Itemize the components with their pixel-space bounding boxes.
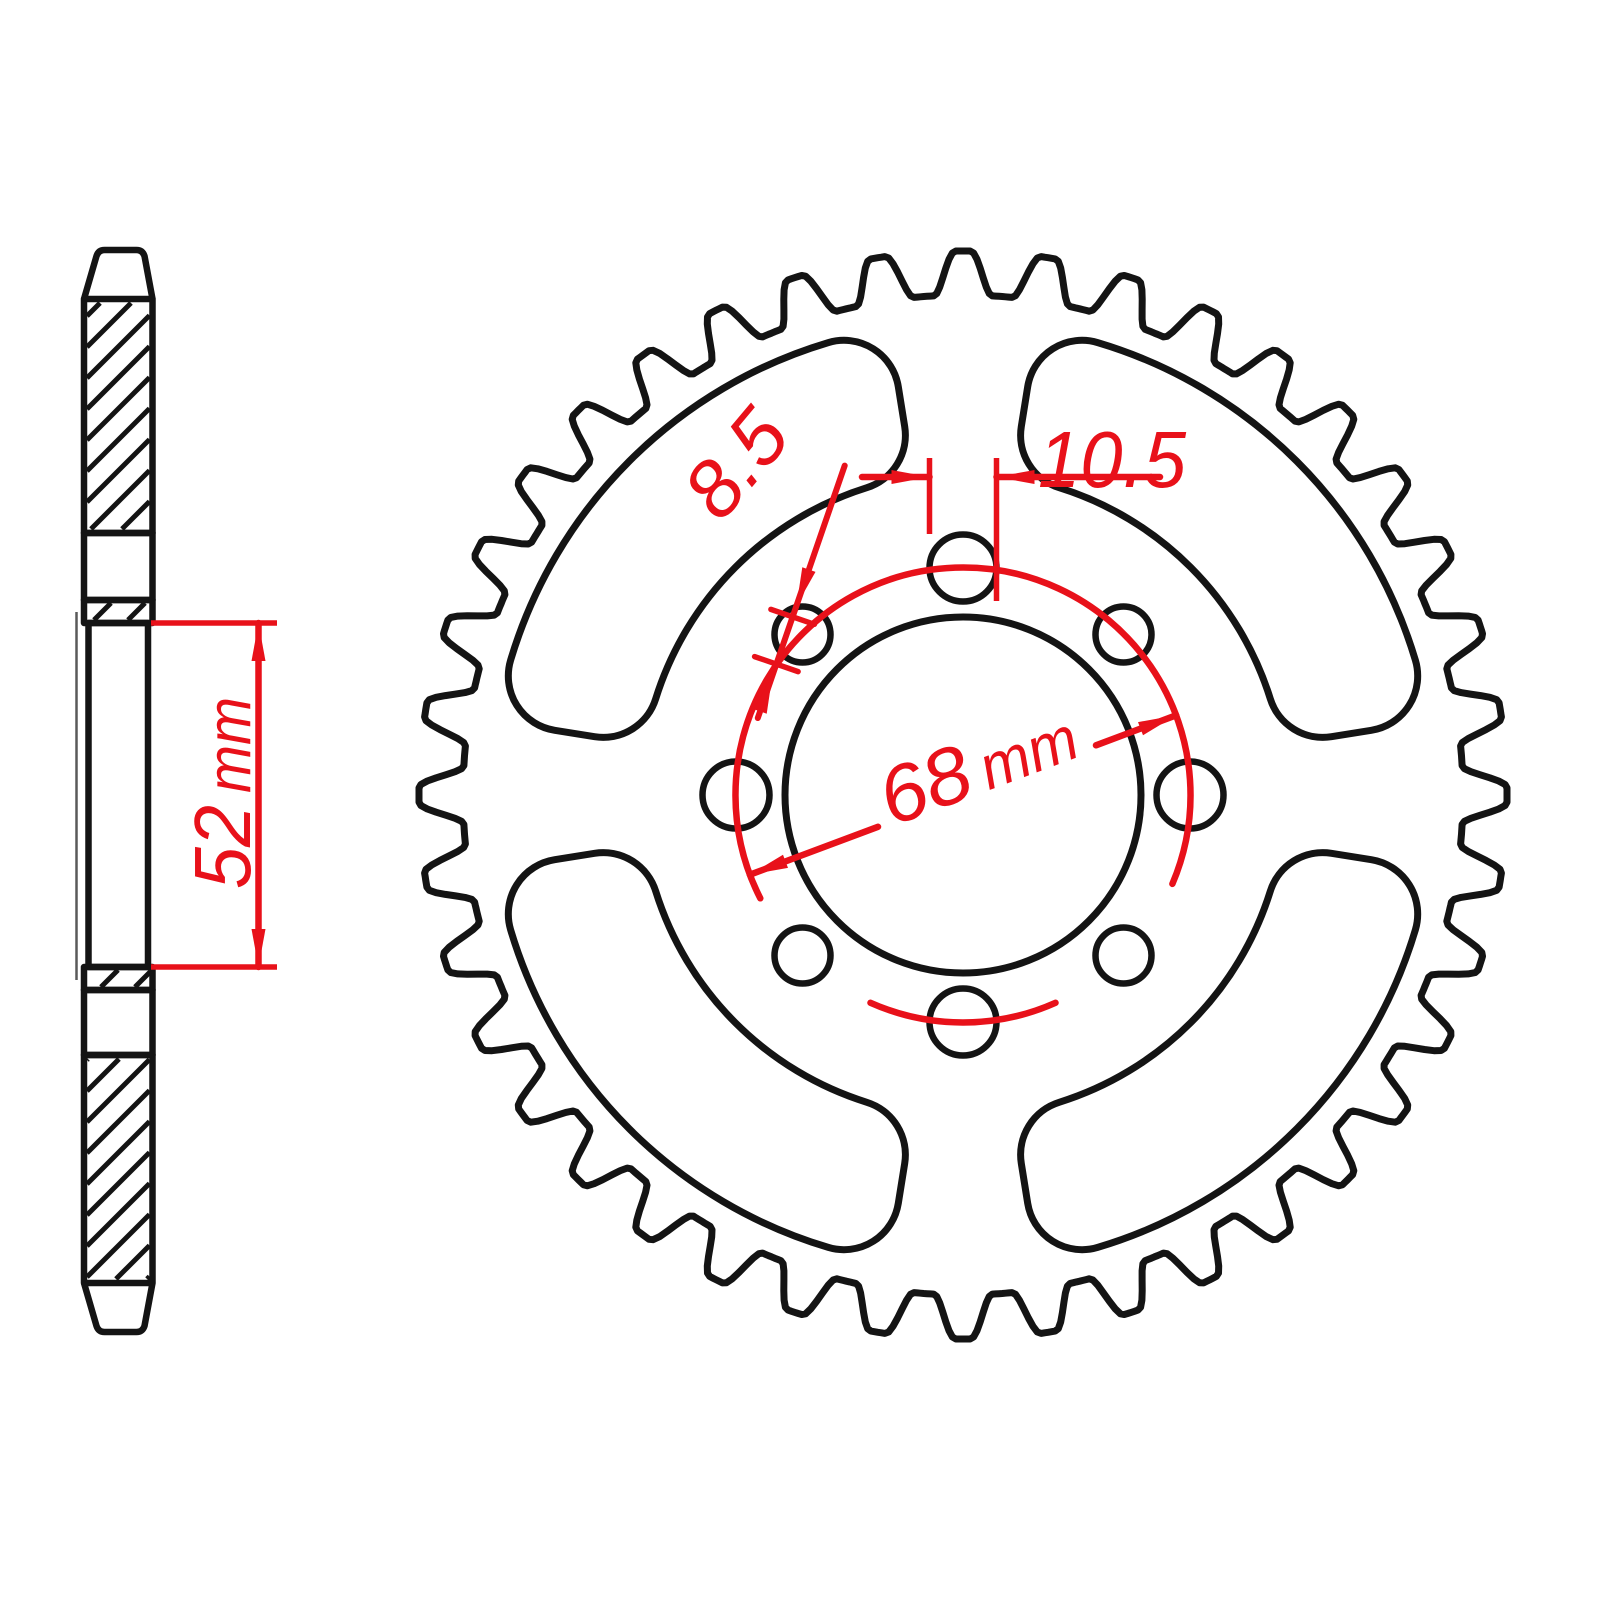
hatch-line	[85, 344, 152, 411]
hatch-line	[85, 375, 152, 442]
dim-68-arrow-right	[1138, 715, 1177, 736]
hatch-line	[85, 1150, 152, 1217]
pitch-circle-arc-bottom	[867, 999, 1059, 1026]
bolt-hole-small	[1092, 924, 1155, 987]
bolt-hole-small	[771, 603, 834, 666]
dim-52-arrow-bottom	[251, 929, 266, 967]
hatch-line	[133, 969, 153, 989]
hatch-line	[120, 499, 152, 531]
hatch-line	[89, 468, 152, 531]
hatch-line	[126, 601, 147, 622]
side-hatch-block-bottom	[80, 1051, 156, 1287]
hatch-line	[85, 1057, 152, 1124]
dim-85-arrow-upper	[796, 567, 816, 606]
pitch-circle-arc-main	[732, 564, 1194, 902]
dim-52-arrow-top	[251, 623, 266, 661]
hatch-line	[85, 301, 133, 349]
lightening-slot-3	[504, 849, 909, 1254]
side-tooth-tip-top	[80, 246, 156, 300]
dim-85-tick-lower	[751, 653, 801, 675]
hatch-line	[85, 406, 152, 473]
label-52-value: 52	[178, 805, 267, 889]
hatch-line	[85, 437, 152, 504]
center-bore	[781, 613, 1145, 977]
hatch-line	[85, 301, 102, 318]
dimension-annotations	[151, 458, 1194, 1026]
label-105: 10.5	[1038, 415, 1186, 504]
hatch-line	[145, 1274, 152, 1281]
hatch-line	[85, 1181, 152, 1248]
label-52: 52 mm	[178, 697, 267, 889]
side-tooth-tip-bottom	[80, 1282, 156, 1336]
bolt-hole-small	[771, 924, 834, 987]
dim-85-tick-upper	[768, 606, 818, 628]
gear-teeth-outline	[415, 247, 1511, 1343]
hatch-line	[85, 313, 152, 380]
lightening-slot-1	[1017, 336, 1422, 741]
hatch-line	[92, 601, 113, 622]
hatch-line	[85, 1057, 121, 1093]
dim-105-arrow-right	[996, 470, 1035, 484]
dim-105-arrow-left	[891, 470, 930, 484]
hatch-line	[114, 1243, 152, 1281]
bolt-hole-small	[1092, 603, 1155, 666]
hatch-line	[85, 1212, 152, 1279]
label-52-unit: mm	[195, 697, 264, 793]
hatch-line	[85, 1088, 152, 1155]
hatching	[85, 301, 153, 1281]
hatch-line	[99, 968, 120, 989]
lightening-slot-2	[504, 336, 909, 741]
side-view	[75, 246, 156, 1336]
lightening-slot-4	[1017, 849, 1422, 1254]
hatch-line	[85, 1057, 90, 1062]
dim-68-arrow-left	[749, 854, 788, 875]
dim-85-arrow-lower	[753, 675, 773, 714]
hatch-line	[85, 1119, 152, 1186]
